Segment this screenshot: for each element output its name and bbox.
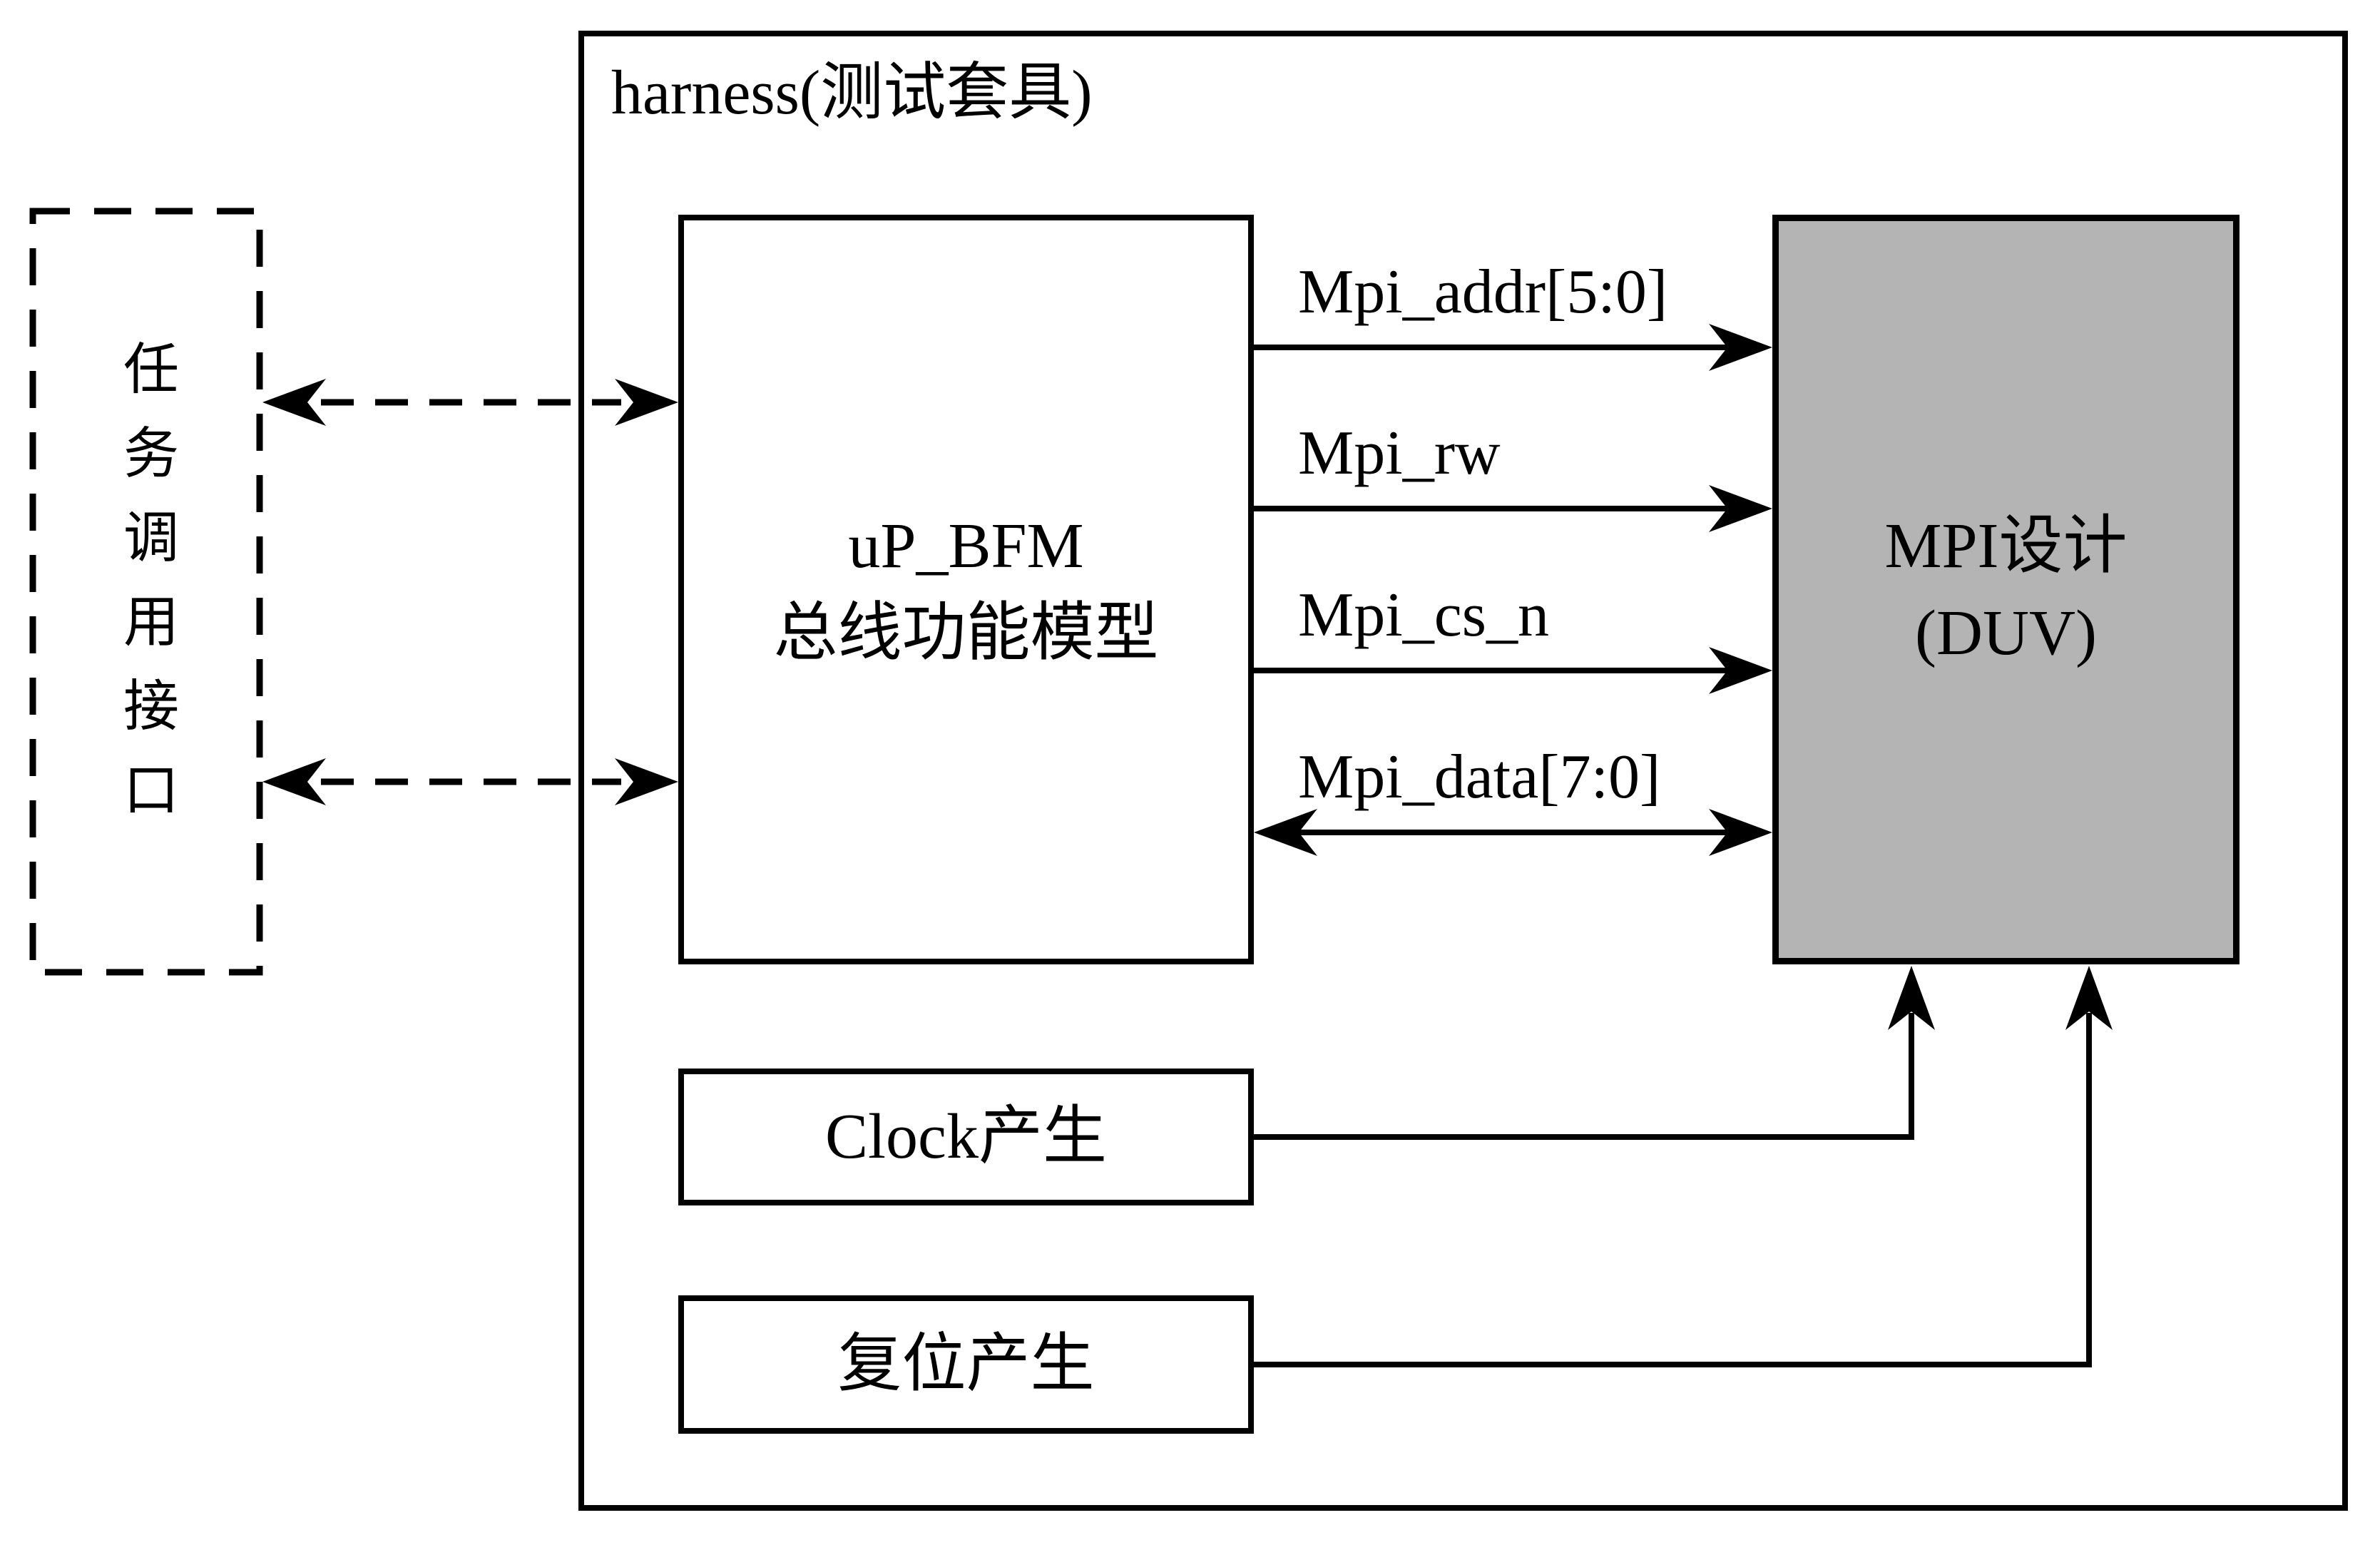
signal-label-mpi-addr: Mpi_addr[5:0] bbox=[1298, 258, 1668, 327]
signal-label-mpi-rw: Mpi_rw bbox=[1298, 419, 1501, 488]
bfm-box: uP_BFM 总线功能模型 bbox=[678, 215, 1254, 964]
bfm-subtitle: 总线功能模型 bbox=[773, 597, 1159, 668]
duv-box: MPI设计 (DUV) bbox=[1772, 215, 2239, 964]
duv-subtitle: (DUV) bbox=[1915, 597, 2097, 668]
reset-generator-box: 复位产生 bbox=[678, 1295, 1254, 1434]
reset-generator-label: 复位产生 bbox=[837, 1329, 1095, 1399]
signal-label-mpi-data: Mpi_data[7:0] bbox=[1298, 743, 1661, 812]
bfm-name: uP_BFM bbox=[848, 510, 1084, 581]
duv-name: MPI设计 bbox=[1884, 510, 2128, 581]
harness-box: harness(测试套具) bbox=[578, 31, 2348, 1511]
task-interface-box: 任务调用接口 bbox=[30, 208, 262, 975]
signal-label-mpi-cs-n: Mpi_cs_n bbox=[1298, 581, 1549, 650]
clock-generator-label: Clock产生 bbox=[825, 1101, 1107, 1172]
clock-generator-box: Clock产生 bbox=[678, 1069, 1254, 1205]
task-interface-label: 任务调用接口 bbox=[116, 339, 178, 845]
harness-title: harness(测试套具) bbox=[611, 58, 1093, 128]
